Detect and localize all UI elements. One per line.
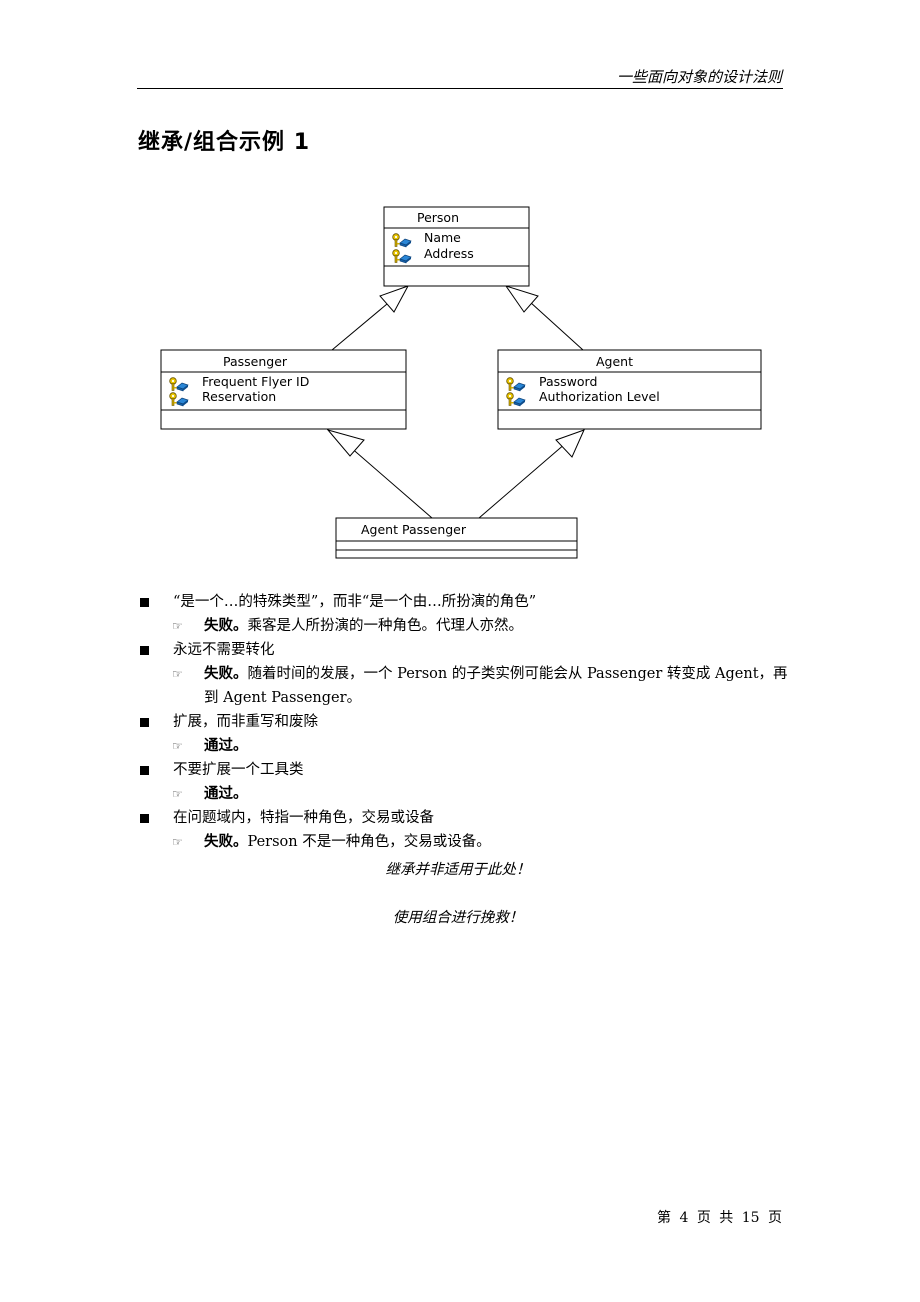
list-sub-item: ☞ 通过。 [138, 734, 788, 758]
square-bullet-icon [140, 814, 149, 823]
list-sub-item: ☞ 失败。乘客是人所扮演的一种角色。代理人亦然。 [138, 614, 788, 638]
header-divider [137, 88, 783, 89]
class-name: Person [417, 210, 459, 225]
list-sub-item: ☞ 失败。随着时间的发展，一个 Person 的子类实例可能会从 Passeng… [138, 662, 788, 710]
conclusion-note: 继承并非适用于此处！ [385, 862, 531, 878]
verdict-detail: 乘客是人所扮演的一种角色。代理人亦然。 [247, 618, 524, 634]
list-item: 不要扩展一个工具类 [138, 758, 788, 782]
attribute: Frequent Flyer ID [202, 374, 309, 389]
verdict: 失败。 [204, 618, 248, 634]
class-name: Passenger [223, 354, 288, 369]
class-name: Agent [596, 354, 633, 369]
conclusion-note: 使用组合进行挽救！ [392, 910, 524, 926]
pointing-hand-icon: ☞ [172, 835, 183, 849]
pointing-hand-icon: ☞ [172, 619, 183, 633]
attribute: Name [424, 230, 461, 245]
square-bullet-icon [140, 718, 149, 727]
list-sub-item: ☞ 失败。Person 不是一种角色，交易或设备。 [138, 830, 788, 854]
square-bullet-icon [140, 766, 149, 775]
verdict-detail: Person 不是一种角色，交易或设备。 [247, 834, 491, 850]
class-agent-passenger[interactable]: Agent Passenger [335, 517, 578, 559]
inheritance-lines [331, 301, 584, 519]
list-item: “是一个…的特殊类型”，而非“是一个由…所扮演的角色” [138, 590, 788, 614]
list-sub-item: ☞ 通过。 [138, 782, 788, 806]
class-passenger[interactable]: Passenger Frequent Flyer ID Reservation [160, 349, 407, 430]
verdict-detail: 随着时间的发展，一个 Person 的子类实例可能会从 Passenger 转变… [204, 666, 788, 706]
attribute: Reservation [202, 389, 276, 404]
running-header: 一些面向对象的设计法则 [616, 68, 782, 86]
inheritance-arrowheads [326, 285, 585, 458]
class-agent[interactable]: Agent Password Authorization Level [497, 349, 762, 430]
list-item: 永远不需要转化 [138, 638, 788, 662]
criteria-list: “是一个…的特殊类型”，而非“是一个由…所扮演的角色” ☞ 失败。乘客是人所扮演… [138, 590, 788, 854]
attribute: Password [539, 374, 597, 389]
square-bullet-icon [140, 598, 149, 607]
list-item: 在问题域内，特指一种角色，交易或设备 [138, 806, 788, 830]
page-number: 第 4 页 共 15 页 [657, 1210, 782, 1226]
attribute: Authorization Level [539, 389, 660, 404]
attribute: Address [424, 246, 474, 261]
class-person[interactable]: Person Name Address [383, 206, 530, 287]
verdict: 通过。 [204, 786, 248, 802]
square-bullet-icon [140, 646, 149, 655]
verdict: 通过。 [204, 738, 248, 754]
verdict: 失败。 [204, 666, 248, 682]
pointing-hand-icon: ☞ [172, 667, 183, 681]
pointing-hand-icon: ☞ [172, 739, 183, 753]
uml-class-diagram: Person Name Address Passenger Frequent F… [160, 206, 762, 559]
section-title: 继承/组合示例 1 [138, 130, 311, 155]
class-name: Agent Passenger [361, 522, 467, 537]
verdict: 失败。 [204, 834, 248, 850]
list-item: 扩展，而非重写和废除 [138, 710, 788, 734]
pointing-hand-icon: ☞ [172, 787, 183, 801]
